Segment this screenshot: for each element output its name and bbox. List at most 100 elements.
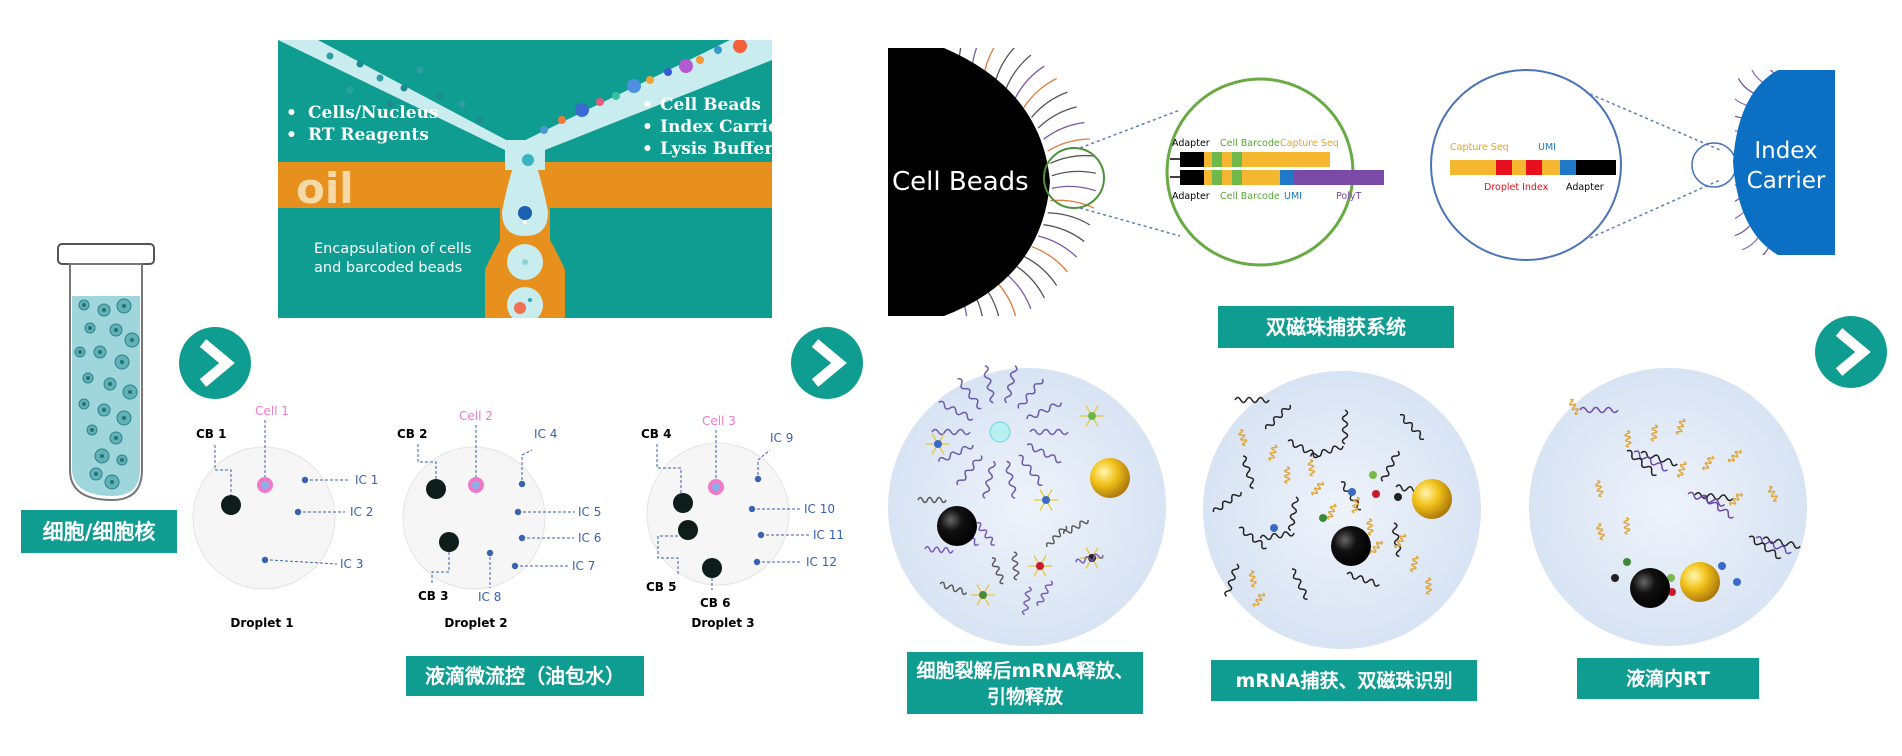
particle xyxy=(1667,574,1675,582)
droplet-label: CB 6 xyxy=(700,596,730,610)
droplet-label: IC 10 xyxy=(804,502,835,516)
strand xyxy=(1694,492,1734,502)
index-sequence: Capture Seq UMI Droplet Index Adapter xyxy=(1450,142,1616,193)
strand xyxy=(1287,496,1299,532)
black-bead xyxy=(1630,568,1670,608)
encapsulation-line-1: Encapsulation of cells xyxy=(314,241,472,257)
gold-bead xyxy=(1680,562,1720,602)
droplet-interior xyxy=(1203,371,1481,649)
strand xyxy=(1702,455,1715,471)
strand xyxy=(957,378,982,410)
strand xyxy=(1011,551,1020,581)
strand xyxy=(1248,570,1257,588)
particle xyxy=(1319,514,1327,522)
bullet-dot: • xyxy=(642,139,653,159)
strand xyxy=(1624,430,1632,448)
strand xyxy=(1755,535,1792,555)
index-carrier-dot xyxy=(294,508,302,516)
particle xyxy=(1372,490,1380,498)
droplet-label: IC 6 xyxy=(578,531,601,545)
seq-label-droplet-index: Droplet Index xyxy=(1484,182,1549,193)
strand xyxy=(1238,526,1267,550)
particle xyxy=(1668,588,1676,596)
particle xyxy=(1623,558,1631,566)
seq-label-umi: UMI xyxy=(1284,191,1302,202)
strand xyxy=(1017,378,1044,409)
strand xyxy=(939,581,968,596)
strand xyxy=(917,496,947,504)
index-carrier-shape xyxy=(1733,70,1835,255)
droplet-label: IC 3 xyxy=(340,557,363,571)
particle xyxy=(1369,471,1377,479)
strand xyxy=(1729,492,1743,506)
strand xyxy=(1310,481,1325,496)
seq-label-capture-seq: Capture Seq xyxy=(1450,142,1509,153)
cell-bead-dot xyxy=(439,532,459,552)
strand xyxy=(1283,466,1291,484)
tube-label-box xyxy=(21,510,177,553)
seq-label-umi: UMI xyxy=(1538,142,1556,153)
particle xyxy=(1036,562,1044,570)
zoom-circle-small xyxy=(1043,147,1105,209)
cell-bead-dot xyxy=(678,520,698,540)
droplet-label: Cell 1 xyxy=(255,404,289,418)
strand xyxy=(1748,535,1782,560)
index-carrier-dot xyxy=(261,556,269,564)
strand xyxy=(1762,536,1801,549)
particle xyxy=(1733,578,1741,586)
particle xyxy=(934,440,942,448)
bullet-dot: • xyxy=(642,117,653,137)
strand xyxy=(1234,396,1270,404)
index-carrier-dot xyxy=(518,534,526,542)
strand xyxy=(1021,586,1032,616)
droplet-label: Droplet 2 xyxy=(444,616,507,630)
strand xyxy=(1596,523,1605,540)
strand xyxy=(1291,568,1308,601)
strand xyxy=(991,557,1004,585)
droplet-label: Droplet 3 xyxy=(691,616,754,630)
step-label-box xyxy=(1577,658,1759,699)
strand xyxy=(1623,517,1631,535)
strand xyxy=(1346,571,1380,587)
droplet-circle xyxy=(402,446,546,590)
chevron-right-icon xyxy=(1815,316,1887,388)
droplet-label: Cell 3 xyxy=(702,414,736,428)
particle xyxy=(1042,496,1050,504)
droplet-label: IC 1 xyxy=(355,473,378,487)
strand xyxy=(1238,429,1248,446)
step-label-3: 液滴内RT xyxy=(1626,667,1710,690)
black-bead xyxy=(937,506,977,546)
step-label-box xyxy=(1211,660,1477,701)
strand xyxy=(1224,563,1240,597)
strand xyxy=(1392,522,1402,558)
strand xyxy=(1579,406,1619,414)
strand xyxy=(1351,496,1361,514)
seq-label-cell-barcode: Cell Barcode xyxy=(1220,138,1280,149)
index-zoom-circle-small xyxy=(1691,142,1737,188)
droplet-interior xyxy=(1529,368,1807,646)
seq-label-adapter: Adapter xyxy=(1172,191,1210,202)
strand xyxy=(931,428,971,436)
step-label-1-line-2: 引物释放 xyxy=(987,685,1064,708)
droplet-label: IC 2 xyxy=(350,505,373,519)
droplet-label: IC 9 xyxy=(770,431,793,445)
strand xyxy=(1036,580,1054,607)
chevron-right-icon xyxy=(179,327,251,399)
step-label-2: mRNA捕获、双磁珠识别 xyxy=(1235,669,1452,692)
cell-bead-shape xyxy=(888,48,1050,316)
bullet-dot: • xyxy=(642,95,653,115)
index-carrier-dot xyxy=(757,531,765,539)
zoom-line xyxy=(1079,207,1181,237)
mf-right-item: Lysis Buffer xyxy=(660,139,774,159)
strand xyxy=(956,455,983,486)
step-label-1-line-1: 细胞裂解后mRNA释放、 xyxy=(916,659,1133,682)
droplet-label: CB 3 xyxy=(418,589,448,603)
strand xyxy=(1259,531,1295,541)
droplet-interior xyxy=(888,368,1166,646)
index-carrier-dot xyxy=(753,558,761,566)
droplet-label: CB 5 xyxy=(646,580,676,594)
droplet-label: IC 7 xyxy=(572,559,595,573)
system-label-box xyxy=(1218,306,1454,348)
strand xyxy=(1633,450,1668,472)
